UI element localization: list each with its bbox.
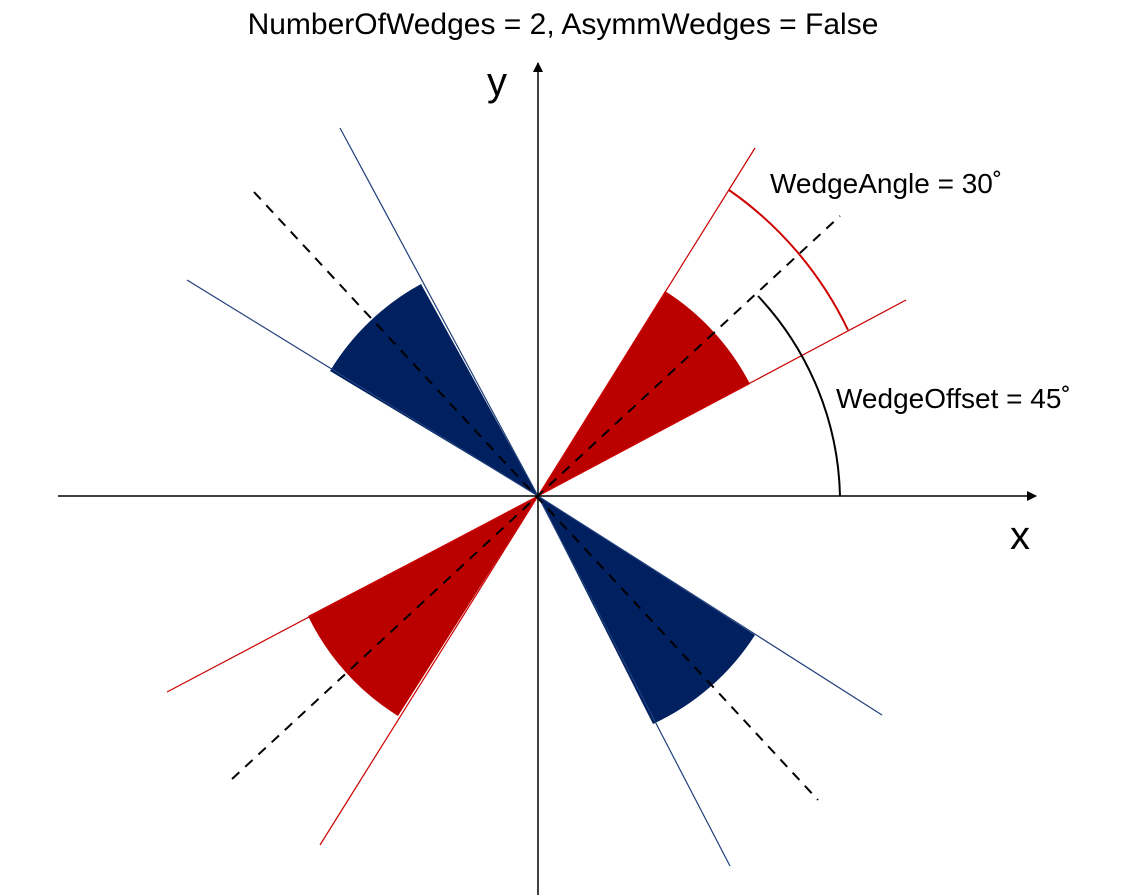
y-axis-label: y <box>487 60 507 104</box>
red-boundary-line-right <box>537 299 907 497</box>
navy-wedge-lower-right <box>538 496 755 724</box>
red-wedge-lower-left <box>308 496 538 716</box>
navy-boundary-line-upper <box>339 127 539 497</box>
navy-wedge-upper-left <box>330 284 538 496</box>
navy-boundary-line-lower <box>537 495 731 867</box>
diagram-title: NumberOfWedges = 2, AsymmWedges = False <box>248 8 879 41</box>
red-boundary-line-lower-left <box>166 495 539 693</box>
wedge-offset-arc <box>757 295 841 497</box>
dashed-center-line-red <box>231 215 841 780</box>
red-boundary-line-upper <box>537 147 756 497</box>
x-axis-label: x <box>1010 514 1030 558</box>
red-boundary-line-lower <box>319 495 539 846</box>
navy-boundary-line-left <box>186 279 539 497</box>
navy-boundary-line-right <box>537 495 883 716</box>
wedge-offset-label: WedgeOffset = 45˚ <box>836 383 1071 414</box>
wedge-angle-arc <box>728 189 849 331</box>
red-wedge-upper-right <box>538 291 750 496</box>
wedge-angle-label: WedgeAngle = 30˚ <box>770 168 1002 199</box>
